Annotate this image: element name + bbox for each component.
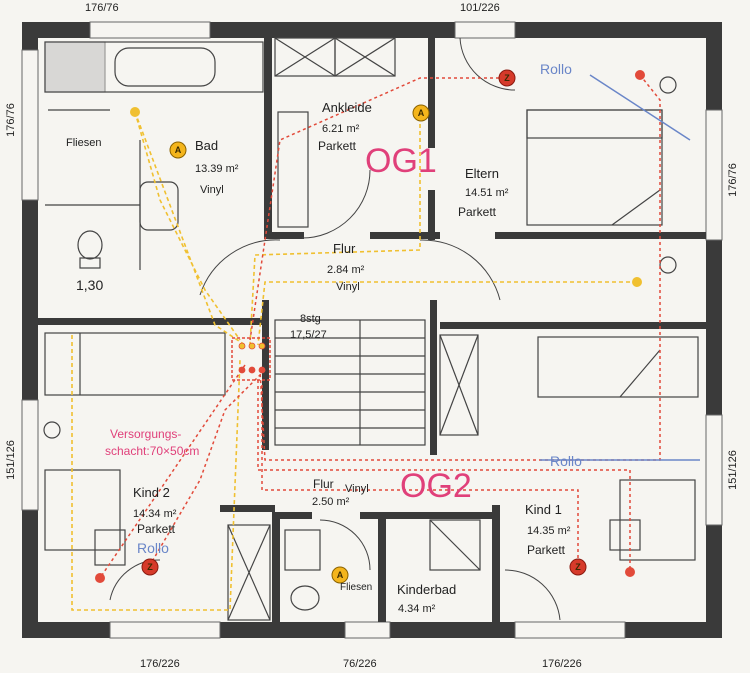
marker-z-kind1: Z [569,558,587,576]
svg-text:Z: Z [147,562,153,572]
inner-walls [38,38,706,622]
supply-shaft-label: Versorgungs- schacht:70×50cm [105,427,199,458]
marker-z-eltern: Z [498,69,516,87]
floor-label-og2: OG2 [400,467,472,505]
room-area: 14.35 m² [527,525,571,537]
room-floor: Vinyl [345,483,369,495]
room-name: Ankleide [322,100,372,115]
room-area: 6.21 m² [322,123,360,135]
room-name: Eltern [465,166,499,181]
svg-text:Z: Z [575,562,581,572]
fixtures [43,37,699,621]
room-kind2: Kind 2 14.34 m² Parkett [133,485,177,536]
dim-top-left: 176/76 [85,2,119,14]
room-area: 4.34 m² [398,603,436,615]
room-eltern: Eltern 14.51 m² Parkett [458,166,509,219]
room-kinderbad: Kinderbad 4.34 m² Fliesen [340,582,456,615]
supply-lines-yellow [71,110,637,611]
room-kind1: Kind 1 14.35 m² Parkett [525,502,571,557]
svg-text:A: A [175,145,182,155]
endpoints [95,70,645,583]
room-area: 13.39 m² [195,163,239,175]
room-floor: Parkett [318,139,357,153]
room-floor: Vinyl [200,184,224,196]
rollo-lines [540,74,700,461]
marker-a-bad: A [169,141,187,159]
shower-label: Fliesen [66,137,101,149]
marker-a-ankleide: A [412,104,430,122]
svg-text:A: A [418,108,425,118]
marker-a-kinderbad: A [331,566,349,584]
room-name: Flur [313,477,334,491]
stair-info: 8stg 17,5/27 [290,313,327,341]
room-floor: Parkett [527,543,566,557]
svg-text:Versorgungs-: Versorgungs- [110,427,181,441]
dim-right-upper: 176/76 [727,163,739,197]
dim-left-lower: 151/126 [5,440,17,480]
dim-bottom-left: 176/226 [140,658,180,670]
room-floor: Vinyl [336,281,360,293]
room-ankleide: Ankleide 6.21 m² Parkett [318,100,372,153]
room-name: Kind 1 [525,502,562,517]
room-floor: Parkett [458,205,497,219]
room-area: 2.84 m² [327,264,365,276]
room-floor: Fliesen [340,582,372,593]
dim-left-upper: 176/76 [5,103,17,137]
room-name: Flur [333,241,356,256]
svg-text:17,5/27: 17,5/27 [290,329,327,341]
floor-label-og1: OG1 [365,142,437,180]
dimension-130: 1,30 [76,277,103,293]
shaft-pipes [238,342,266,374]
dim-bottom-right: 176/226 [542,658,582,670]
room-flur-og1: Flur 2.84 m² Vinyl [327,241,365,293]
door-swings [109,37,561,621]
rollo-label-eltern: Rollo [540,61,572,77]
dim-top-right: 101/226 [460,2,500,14]
room-name: Kinderbad [397,582,456,597]
rollo-label-kind1: Rollo [550,453,582,469]
room-name: Kind 2 [133,485,170,500]
rollo-label-kind2: Rollo [137,540,169,556]
room-area: 14.34 m² [133,508,177,520]
dim-bottom-mid: 76/226 [343,658,377,670]
outer-walls [22,22,722,638]
room-area: 2.50 m² [312,496,350,508]
svg-text:A: A [337,570,344,580]
dim-right-lower: 151/126 [727,450,739,490]
svg-text:schacht:70×50cm: schacht:70×50cm [105,444,199,458]
room-name: Bad [195,138,218,153]
room-floor: Parkett [137,522,176,536]
svg-text:8stg: 8stg [300,313,321,325]
room-area: 14.51 m² [465,187,509,199]
room-bad: Bad 13.39 m² Vinyl [195,138,239,196]
svg-text:Z: Z [504,73,510,83]
windows [21,21,723,639]
marker-z-kind2: Z [141,558,159,576]
room-flur-og2: Flur Vinyl 2.50 m² [312,477,369,508]
